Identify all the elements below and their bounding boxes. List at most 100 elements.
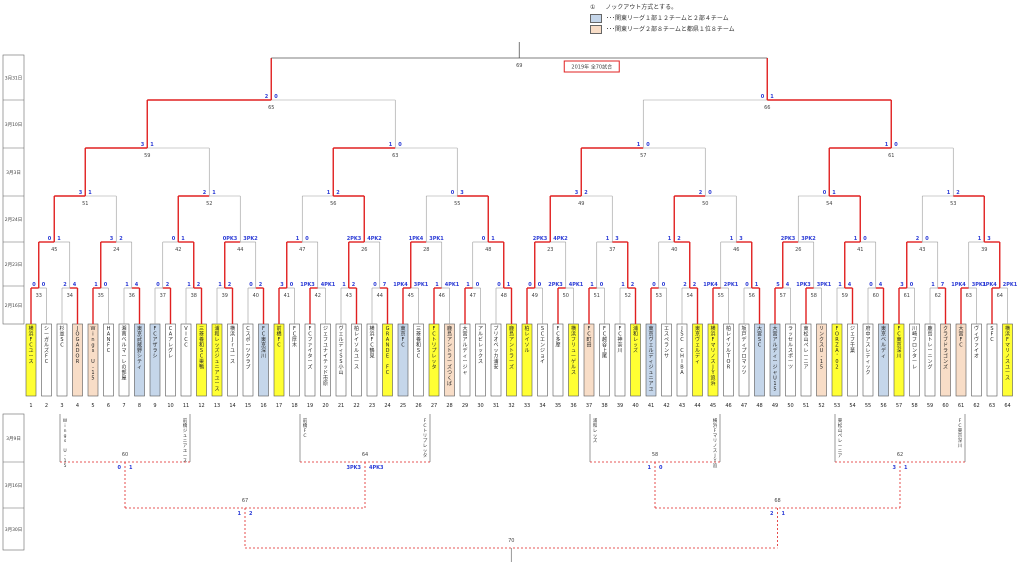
team-name: 東京ベルディ <box>881 325 886 360</box>
bottom-round-label-3: 3月30日 <box>5 527 23 533</box>
team-name: 東京ヴェルディ <box>695 325 700 365</box>
team-name: ヴィヴァイオ <box>974 325 979 360</box>
score-right: 3PK1 <box>817 282 832 288</box>
legend: ① ノックアウト方式とする。 ･･･関東リーグ１部１２チームと２部４チーム ･･… <box>590 2 735 35</box>
score-left: 1 <box>668 236 672 242</box>
match-number: 62 <box>935 293 941 299</box>
team-number: 52 <box>818 403 824 409</box>
team-number: 51 <box>803 403 809 409</box>
match-number: 44 <box>237 247 243 253</box>
match-number: 40 <box>671 247 677 253</box>
score-left: 1 <box>931 282 935 288</box>
team-number: 18 <box>291 403 297 409</box>
score-right: 0 <box>538 282 542 288</box>
score-right: 0 <box>646 142 650 148</box>
score-left: 3 <box>110 236 114 242</box>
bottom-score-right: 1 <box>904 465 908 471</box>
match-number: 37 <box>160 293 166 299</box>
team-number: 33 <box>524 403 530 409</box>
bottom-round-label-2: 3月16日 <box>5 483 23 489</box>
team-number: 42 <box>663 403 669 409</box>
bottom-match-number: 58 <box>652 452 658 458</box>
bottom-score-left: 0 <box>118 465 122 471</box>
bottom-score-left: 3 <box>893 465 897 471</box>
match-number: 61 <box>904 293 910 299</box>
legend-item-orange-text: ･･･関東リーグ２部８チームと都県１位８チーム <box>606 25 735 33</box>
round-label-4: 2月24日 <box>5 217 23 223</box>
score-left: 1 <box>590 282 594 288</box>
team-number: 44 <box>694 403 700 409</box>
score-left: 0 <box>823 190 827 196</box>
match-number: 64 <box>997 293 1003 299</box>
score-right: 2 <box>677 236 681 242</box>
score-left: 1PK3 <box>300 282 315 288</box>
score-left: 1PK4 <box>982 282 997 288</box>
score-left: 1PK4 <box>951 282 966 288</box>
score-left: 2PK3 <box>781 236 796 242</box>
match-number: 24 <box>113 247 119 253</box>
team-number: 29 <box>462 403 468 409</box>
match-number: 50 <box>563 293 569 299</box>
team-number: 2 <box>45 403 48 409</box>
match-number: 56 <box>330 201 336 207</box>
match-number: 26 <box>795 247 801 253</box>
final-info-box <box>563 60 620 73</box>
score-left: 1 <box>606 236 610 242</box>
match-number: 43 <box>919 247 925 253</box>
score-right: 3PK1 <box>414 282 429 288</box>
match-number: 47 <box>470 293 476 299</box>
team-number: 49 <box>772 403 778 409</box>
match-number: 45 <box>51 247 57 253</box>
team-name: 鹿島アントラーズつくば <box>447 325 452 387</box>
score-left: 1 <box>218 282 222 288</box>
score-right: 4 <box>848 282 852 288</box>
match-number: 52 <box>625 293 631 299</box>
round-label-1: 3月31日 <box>5 76 23 82</box>
team-number: 60 <box>942 403 948 409</box>
round-label-6: 2月16日 <box>5 303 23 309</box>
score-left: 1 <box>466 282 470 288</box>
bottom-semi-number: 68 <box>774 498 780 504</box>
score-right: 0 <box>925 236 929 242</box>
team-number: 56 <box>880 403 886 409</box>
team-number: 10 <box>167 403 173 409</box>
match-number: 48 <box>501 293 507 299</box>
score-left: 0 <box>249 282 253 288</box>
score-right: 2 <box>259 282 263 288</box>
team-number: 62 <box>973 403 979 409</box>
score-right: 0 <box>910 282 914 288</box>
score-right: 7 <box>941 282 945 288</box>
team-number: 24 <box>384 403 390 409</box>
team-number: 55 <box>865 403 871 409</box>
score-left: 1 <box>637 142 641 148</box>
score-right: 0 <box>42 282 46 288</box>
match-number: 54 <box>826 201 832 207</box>
team-number: 23 <box>369 403 375 409</box>
match-number: 35 <box>98 293 104 299</box>
bottom-match-number: 64 <box>362 452 368 458</box>
score-left: 1 <box>885 142 889 148</box>
score-right: 2 <box>631 282 635 288</box>
match-number: 42 <box>175 247 181 253</box>
team-number: 30 <box>477 403 483 409</box>
team-number: 12 <box>198 403 204 409</box>
team-number: 27 <box>431 403 437 409</box>
score-right: 7 <box>383 282 387 288</box>
team-number: 14 <box>229 403 235 409</box>
score-left: 1 <box>838 282 842 288</box>
score-left: 2PK3 <box>548 282 563 288</box>
score-left: 2 <box>683 282 687 288</box>
match-number: 49 <box>532 293 538 299</box>
team-number: 57 <box>896 403 902 409</box>
match-number: 46 <box>439 293 445 299</box>
score-left: 0PK3 <box>223 236 238 242</box>
score-right: 1 <box>491 236 495 242</box>
